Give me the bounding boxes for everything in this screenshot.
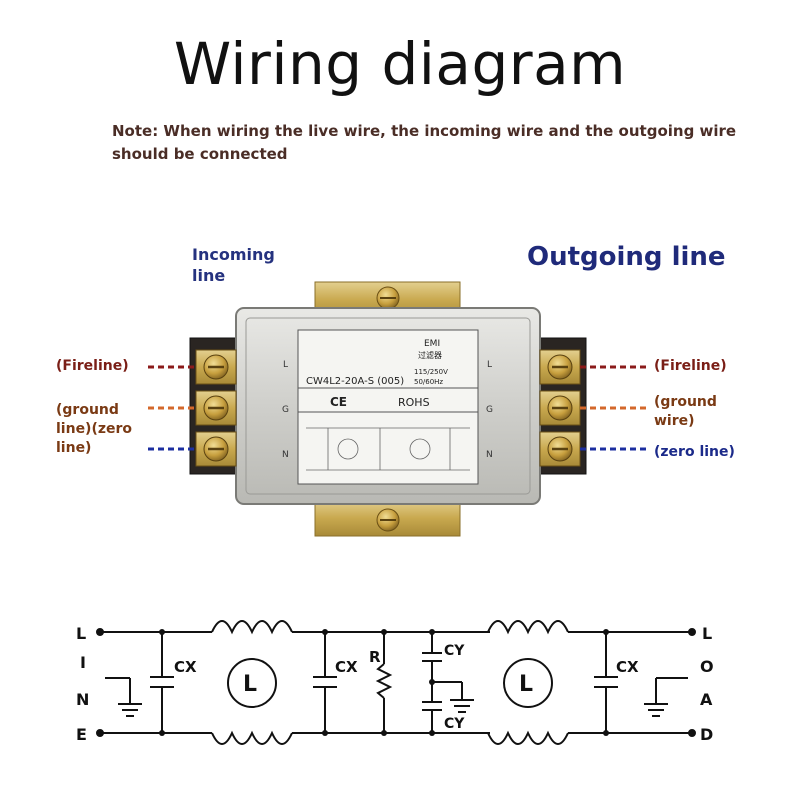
- right-ground-label: (ground wire): [654, 394, 717, 429]
- term-left-n: N: [282, 450, 289, 460]
- wiring-note: Note: When wiring the live wire, the inc…: [112, 122, 737, 163]
- term-left-l: L: [283, 360, 288, 370]
- line-letter-e: E: [76, 725, 87, 744]
- left-terminals: [195, 349, 237, 467]
- load-letter-d: D: [700, 725, 713, 744]
- term-right-n: N: [486, 450, 493, 460]
- term-left-g: G: [282, 405, 289, 415]
- line-letter-i: I: [80, 653, 86, 672]
- line-letter-l: L: [76, 624, 86, 643]
- load-letter-a: A: [700, 690, 713, 709]
- emi-text: EMI: [424, 339, 440, 349]
- line-letter-n: N: [76, 690, 89, 709]
- ce-mark-text: CE: [330, 395, 347, 409]
- right-terminals: [539, 349, 581, 467]
- load-letter-l: L: [702, 624, 712, 643]
- incoming-line-label: Incoming line: [192, 245, 275, 285]
- term-right-g: G: [486, 405, 493, 415]
- outgoing-line-label: Outgoing line: [527, 242, 726, 272]
- load-letter-o: O: [700, 657, 714, 676]
- choke-label-2: L: [519, 672, 533, 697]
- frequency-text: 50/60Hz: [414, 378, 443, 386]
- resistor-label: R: [369, 648, 381, 666]
- circuit-schematic: [96, 620, 696, 745]
- page-title: Wiring diagram: [173, 30, 627, 98]
- choke-label-1: L: [243, 672, 257, 697]
- cy-label-top: CY: [444, 643, 465, 659]
- voltage-text: 115/250V: [414, 368, 448, 376]
- cx-label-3: CX: [616, 658, 639, 676]
- rohs-text: ROHS: [398, 396, 430, 409]
- cy-label-bottom: CY: [444, 716, 465, 732]
- model-text: CW4L2-20A-S (005): [306, 376, 404, 387]
- emi-filter-device: EMI 过滤器 CW4L2-20A-S (005) 115/250V 50/60…: [189, 281, 587, 537]
- wire-lines: [148, 365, 648, 451]
- emi-cn-text: 过滤器: [418, 350, 442, 360]
- cx-label-2: CX: [335, 658, 358, 676]
- left-fireline-label: (Fireline): [56, 358, 129, 374]
- left-ground-zero-label: (ground line)(zero line): [56, 402, 133, 456]
- right-zero-label: (zero line): [654, 444, 735, 460]
- cx-label-1: CX: [174, 658, 197, 676]
- term-right-l: L: [487, 360, 492, 370]
- right-fireline-label: (Fireline): [654, 358, 727, 374]
